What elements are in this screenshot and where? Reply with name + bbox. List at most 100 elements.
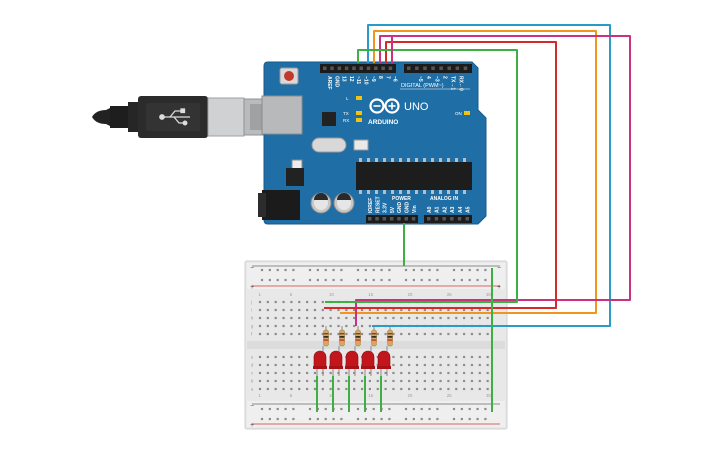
rx-led [356, 118, 362, 122]
resistor-band [355, 333, 361, 335]
resistor-band [323, 336, 329, 338]
row-label: j [250, 300, 252, 305]
red-led[interactable] [313, 350, 327, 368]
row-label: h [251, 316, 254, 321]
resistor-band [355, 339, 361, 341]
red-led[interactable] [345, 350, 359, 368]
pin-label: A5 [466, 206, 472, 213]
pin-label: 7 [384, 76, 390, 79]
rail-sign-plus-bottom: + [250, 422, 254, 429]
capacitor-1 [310, 192, 332, 214]
wire-blue-pin12[interactable] [367, 24, 611, 327]
row-label: g [251, 324, 254, 329]
led-base [345, 366, 359, 369]
pin-label: ~11 [355, 76, 361, 84]
column-label: 30 [486, 393, 491, 398]
usb-chip [322, 112, 336, 126]
arduino-uno-board[interactable]: L TX RX ON ARDUINO UNO DIGITAL (PWM~) PO… [258, 61, 487, 225]
pin-label: A3 [450, 206, 456, 213]
column-label: 20 [408, 292, 413, 297]
resistor-band [371, 336, 377, 338]
usb-cable[interactable] [92, 96, 272, 138]
red-led[interactable] [361, 350, 375, 368]
on-led [464, 111, 470, 115]
rail-sign-plus-top: + [250, 284, 254, 291]
led-base [329, 366, 343, 369]
power-header-label: POWER [392, 196, 411, 202]
pin-label: AREF [326, 76, 332, 90]
pin-label: 3.3V [383, 202, 389, 213]
pin-label: A0 [427, 206, 433, 213]
column-label: 10 [329, 393, 334, 398]
resistor-band [355, 342, 361, 344]
column-label: 25 [447, 393, 452, 398]
pin-label: ~10 [363, 76, 369, 85]
row-label: f [251, 332, 253, 337]
pin-label: Vin [412, 205, 418, 213]
analog-header[interactable] [424, 215, 472, 223]
row-label: b [251, 379, 254, 384]
digital-header-left[interactable] [320, 64, 396, 73]
pin-label: A4 [458, 206, 464, 213]
row-label: d [251, 363, 254, 368]
column-label: 1 [259, 393, 262, 398]
row-label: i [251, 308, 252, 313]
column-label: 15 [368, 292, 373, 297]
column-label: 30 [486, 292, 491, 297]
resistor-band [371, 342, 377, 344]
row-label: e [251, 355, 254, 360]
model-text: UNO [404, 101, 429, 113]
tx-led [356, 111, 362, 115]
resistor-band [387, 339, 393, 341]
wire-green-gnd-top[interactable] [325, 49, 518, 303]
rx-label: RX [343, 118, 349, 123]
pin-label: IOREF [368, 198, 374, 213]
l-led-label: L [346, 96, 349, 101]
column-label: 20 [408, 393, 413, 398]
pin-label: ~9 [370, 76, 376, 82]
pin-label: ~5 [417, 76, 423, 82]
pin-label: 2 [441, 76, 447, 79]
resistor-band [339, 333, 345, 335]
resistor-band [339, 342, 345, 344]
red-led[interactable] [377, 350, 391, 368]
pin-label: GND [333, 76, 339, 88]
l-led [356, 96, 362, 100]
resistor-band [387, 333, 393, 335]
rail-sign-minus-top-right: − [497, 265, 501, 272]
led-base [313, 366, 327, 369]
column-label: 25 [447, 292, 452, 297]
analog-header-label: ANALOG IN [430, 196, 458, 202]
leds-and-resistors[interactable] [313, 326, 393, 376]
arduino-infinity-logo-icon [369, 98, 400, 114]
resistor-band [339, 339, 345, 341]
pin-label: A2 [442, 206, 448, 213]
wires [316, 24, 631, 412]
digital-header-right[interactable] [404, 64, 472, 73]
resistor-band [323, 333, 329, 335]
pin-label: RX←0 [458, 76, 464, 91]
usb-socket [261, 95, 303, 135]
pin-label: ~3 [433, 76, 439, 82]
pin-label: 4 [425, 76, 431, 79]
rail-sign-minus-bottom: − [250, 403, 254, 410]
usb-metal-shell [207, 97, 245, 137]
red-led[interactable] [329, 350, 343, 368]
wire-magenta-pin10[interactable] [355, 35, 631, 326]
usb-symbol-icon [159, 108, 190, 126]
pin-label: 12 [348, 76, 354, 82]
digital-header-label: DIGITAL (PWM~) [401, 83, 444, 89]
atmega-chip [356, 162, 472, 190]
reset-button-cap[interactable] [284, 71, 294, 81]
row-label: c [251, 371, 253, 376]
pin-label: A1 [435, 206, 441, 213]
column-label: 5 [290, 393, 293, 398]
led-base [377, 366, 391, 369]
wire-orange-pin11[interactable] [340, 30, 597, 314]
